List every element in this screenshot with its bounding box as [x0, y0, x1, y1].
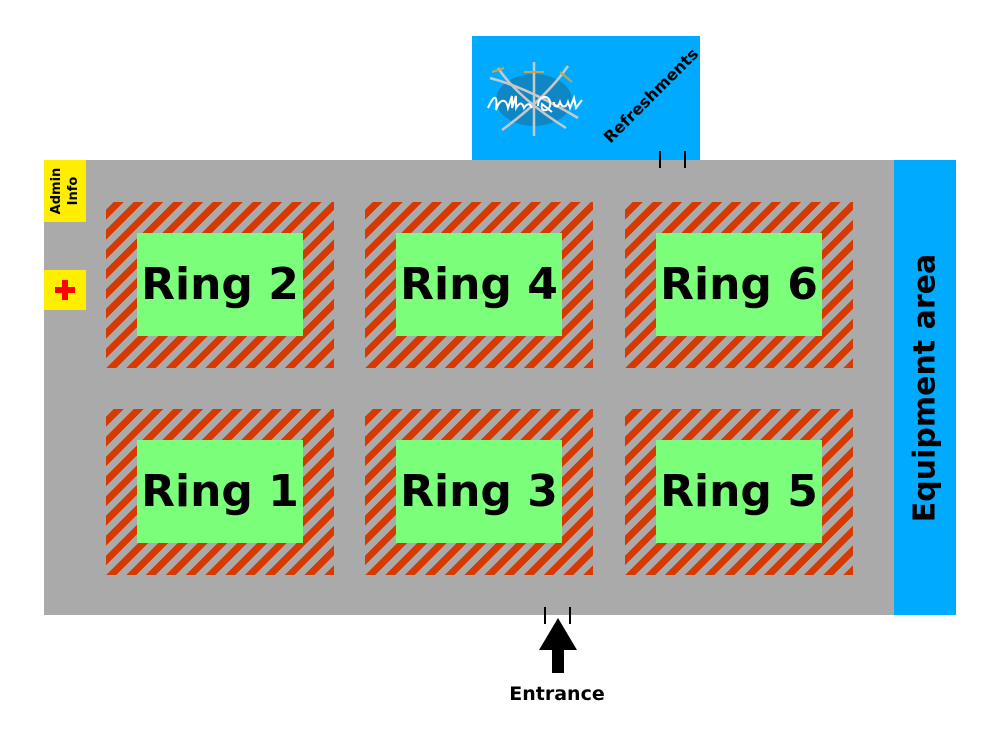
ring-2: Ring 2: [106, 202, 334, 368]
ring-3: Ring 3: [365, 409, 593, 575]
equipment-area: Equipment area: [894, 160, 956, 615]
refreshments-door-right: [684, 151, 686, 168]
ring-label: Ring 2: [137, 233, 303, 336]
ring-label: Ring 4: [396, 233, 562, 336]
first-aid-cross-icon: [55, 280, 75, 300]
ring-label: Ring 1: [137, 440, 303, 543]
hellish-quart-logo: [487, 62, 583, 136]
ring-1: Ring 1: [106, 409, 334, 575]
ring-5: Ring 5: [625, 409, 853, 575]
ring-6: Ring 6: [625, 202, 853, 368]
entrance-door-left: [544, 607, 546, 624]
refreshments-label: Refreshments: [599, 44, 700, 147]
admin-label: Admin: [49, 167, 64, 215]
refreshments-door-left: [659, 151, 661, 168]
admin-info-desk: Admin Info: [44, 160, 86, 222]
equipment-label: Equipment area: [907, 253, 943, 522]
ring-4: Ring 4: [365, 202, 593, 368]
first-aid-station: [44, 270, 86, 310]
ring-label: Ring 3: [396, 440, 562, 543]
entrance-label: Entrance: [509, 683, 605, 705]
entrance-arrow-icon: [539, 618, 577, 673]
entrance-door-right: [569, 607, 571, 624]
ring-label: Ring 5: [656, 440, 822, 543]
ring-label: Ring 6: [656, 233, 822, 336]
info-label: Info: [66, 176, 81, 206]
refreshments-area: Refreshments: [472, 36, 700, 160]
